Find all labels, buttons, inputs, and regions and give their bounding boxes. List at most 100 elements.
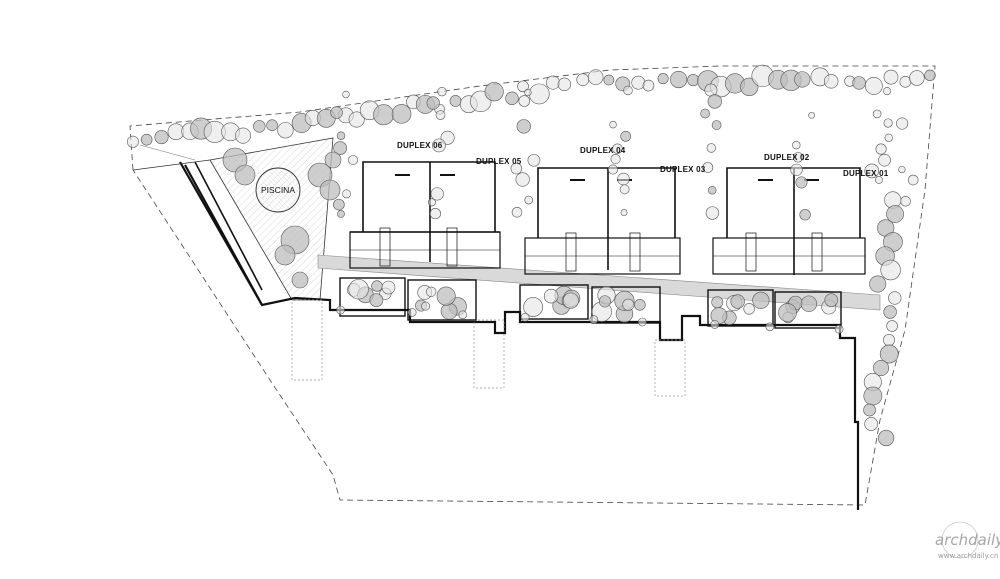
tree-canopy: [743, 303, 755, 315]
tree-canopy: [333, 198, 345, 211]
tree-canopy: [588, 69, 604, 85]
tree-canopy: [527, 153, 541, 167]
tree-canopy: [524, 88, 532, 97]
tree-canopy: [888, 291, 902, 305]
tree-canopy: [792, 152, 804, 163]
tree-canopy: [589, 315, 599, 324]
tree-canopy: [337, 210, 345, 218]
tree-canopy: [274, 244, 296, 266]
tree-canopy: [869, 275, 887, 293]
pool-label: PISCINA: [261, 185, 295, 195]
site-wall-left-2: [194, 161, 263, 291]
tree-canopy: [154, 130, 169, 145]
tree-canopy: [421, 301, 431, 311]
tree-canopy: [883, 305, 897, 319]
tree-canopy: [430, 187, 444, 201]
site-wall-left: [179, 161, 263, 306]
tree-canopy: [824, 74, 839, 89]
duplex-02-label: DUPLEX 02: [764, 153, 810, 162]
tree-canopy: [598, 295, 612, 308]
tree-canopy: [373, 104, 395, 126]
tree-canopy: [437, 87, 447, 97]
building-block-1: [349, 161, 501, 269]
tree-canopy: [266, 119, 278, 131]
tree-canopy: [324, 151, 342, 169]
pool: [255, 167, 301, 213]
tree-canopy: [852, 76, 866, 90]
tree-canopy: [863, 403, 876, 417]
building-block-2: [524, 167, 681, 275]
tree-canopy: [886, 205, 904, 223]
tree-canopy: [711, 120, 722, 130]
tree-canopy: [873, 360, 890, 376]
driveways: [291, 299, 686, 397]
tree-canopy: [484, 82, 504, 102]
tree-canopy: [790, 163, 803, 176]
tree-canopy: [140, 133, 153, 146]
tree-canopy: [883, 69, 899, 85]
tree-canopy: [545, 75, 560, 90]
tree-canopy: [883, 87, 892, 96]
tree-canopy: [864, 163, 880, 179]
tree-canopy: [700, 108, 710, 119]
tree-canopy: [391, 104, 412, 124]
tree-canopy: [799, 209, 811, 221]
tree-canopy: [342, 90, 350, 99]
site-boundary: [129, 65, 936, 506]
tree-canopy: [878, 429, 895, 447]
tree-canopy: [834, 324, 844, 334]
tree-canopy: [752, 291, 770, 309]
tree-canopy: [528, 83, 550, 105]
tree-canopy: [511, 206, 523, 218]
tree-canopy: [620, 130, 632, 142]
watermark-url: www.archdaily.cn: [938, 552, 998, 560]
tree-canopy: [687, 74, 700, 87]
tree-canopy: [707, 185, 717, 195]
duplex-05-label: DUPLEX 05: [476, 157, 522, 166]
tree-canopy: [435, 110, 446, 120]
tree-canopy: [880, 259, 901, 281]
tree-canopy: [711, 296, 724, 309]
tree-canopy: [428, 198, 436, 207]
tree-canopy: [432, 138, 446, 153]
tree-canopy: [253, 120, 266, 133]
tree-canopy: [336, 131, 346, 140]
tree-canopy: [518, 95, 531, 107]
tree-canopy: [524, 195, 534, 205]
tree-canopy: [792, 140, 801, 150]
tree-canopy: [449, 95, 462, 107]
tree-canopy: [824, 293, 839, 307]
tree-canopy: [638, 317, 647, 327]
tree-canopy: [900, 196, 911, 207]
tree-canopy: [898, 165, 906, 174]
tree-canopy: [705, 206, 720, 220]
tree-canopy: [381, 280, 396, 295]
tree-canopy: [336, 305, 345, 315]
tree-canopy: [333, 141, 347, 155]
tree-canopy: [634, 299, 646, 311]
tree-canopy: [730, 294, 745, 309]
tree-canopy: [863, 386, 883, 406]
tree-canopy: [517, 80, 529, 93]
duplex-06-label: DUPLEX 06: [397, 141, 443, 150]
tree-canopy: [702, 162, 714, 173]
building-block-3: [712, 167, 866, 275]
tree-canopy: [607, 164, 618, 175]
duplex-01-label: DUPLEX 01: [843, 169, 889, 178]
watermark: archdaily www.archdaily.cn: [935, 521, 1000, 560]
tree-canopy: [369, 293, 384, 307]
tree-canopy: [510, 162, 523, 175]
tree-canopy: [886, 320, 898, 332]
duplex-04-label: DUPLEX 04: [580, 146, 626, 155]
watermark-brand: archdaily: [935, 531, 1000, 549]
tree-canopy: [631, 75, 646, 90]
tree-canopy: [348, 155, 358, 165]
tree-canopy: [707, 94, 722, 109]
tree-canopy: [348, 111, 365, 128]
tree-canopy: [458, 310, 468, 320]
tree-canopy: [623, 85, 633, 96]
tree-canopy: [883, 334, 895, 346]
tree-canopy: [126, 135, 139, 148]
tree-canopy: [778, 303, 797, 322]
tree-canopy: [543, 288, 559, 304]
